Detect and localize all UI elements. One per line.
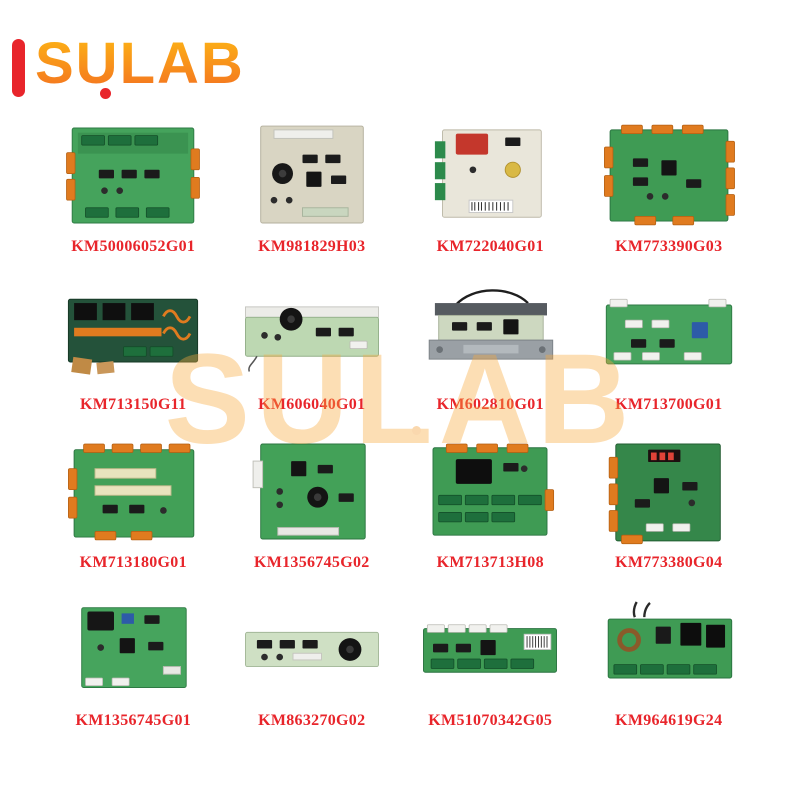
product-photo <box>405 270 576 396</box>
part-number: KM773390G03 <box>615 238 723 255</box>
product-cell: KM773390G03 <box>584 112 755 258</box>
logo-text: SULAB <box>35 31 245 96</box>
part-number: KM722040G01 <box>436 238 544 255</box>
product-cell: KM863270G02 <box>227 586 398 732</box>
product-photo <box>227 428 398 554</box>
product-cell: KM1356745G01 <box>48 586 219 732</box>
product-cell: KM1356745G02 <box>227 428 398 574</box>
pcb-illustration <box>603 124 735 226</box>
part-number: KM50006052G01 <box>71 238 196 255</box>
logo-dot <box>100 88 111 99</box>
product-cell: KM722040G01 <box>405 112 576 258</box>
product-cell: KM981829H03 <box>227 112 398 258</box>
product-photo <box>584 428 755 554</box>
part-number: KM713700G01 <box>615 396 723 413</box>
product-photo <box>584 270 755 396</box>
part-number: KM981829H03 <box>258 238 366 255</box>
pcb-illustration <box>432 443 555 536</box>
product-photo <box>227 270 398 396</box>
brand-logo: SULAB <box>12 31 245 99</box>
part-number: KM773380G04 <box>615 554 723 571</box>
pcb-illustration <box>423 624 558 673</box>
product-cell: KM602810G01 <box>405 270 576 416</box>
pcb-illustration <box>244 631 379 668</box>
pcb-illustration <box>608 443 721 545</box>
product-cell: KM713180G01 <box>48 428 219 574</box>
pcb-illustration <box>607 601 732 679</box>
part-number: KM606040G01 <box>258 396 366 413</box>
pcb-illustration <box>435 129 543 218</box>
product-cell: KM713150G11 <box>48 270 219 416</box>
pcb-illustration <box>259 125 364 224</box>
product-photo <box>227 112 398 238</box>
product-cell: KM606040G01 <box>227 270 398 416</box>
pcb-illustration <box>66 127 201 224</box>
product-grid: KM50006052G01 KM981829H03 <box>48 112 754 732</box>
part-number: KM1356745G02 <box>253 554 370 571</box>
part-number: KM713150G11 <box>80 396 187 413</box>
product-photo <box>48 270 219 396</box>
part-number: KM713713H08 <box>436 554 544 571</box>
pcb-illustration <box>605 298 732 365</box>
part-number: KM964619G24 <box>615 712 723 729</box>
product-photo <box>227 586 398 712</box>
product-photo <box>584 112 755 238</box>
pcb-illustration <box>428 289 554 360</box>
product-photo <box>405 428 576 554</box>
product-cell: KM713713H08 <box>405 428 576 574</box>
part-number: KM51070342G05 <box>428 712 553 729</box>
product-photo <box>405 586 576 712</box>
product-photo <box>48 586 219 712</box>
product-cell: KM50006052G01 <box>48 112 219 258</box>
part-number: KM713180G01 <box>79 554 187 571</box>
product-cell: KM51070342G05 <box>405 586 576 732</box>
product-photo <box>584 586 755 712</box>
logo-accent-bar <box>12 39 25 97</box>
pcb-illustration <box>244 306 379 372</box>
product-photo <box>48 428 219 554</box>
product-cell: KM773380G04 <box>584 428 755 574</box>
part-number: KM602810G01 <box>436 396 544 413</box>
pcb-illustration <box>81 607 187 688</box>
part-number: KM863270G02 <box>258 712 366 729</box>
pcb-illustration <box>68 298 199 375</box>
product-photo <box>405 112 576 238</box>
pcb-illustration <box>252 443 366 540</box>
pcb-illustration <box>68 443 195 541</box>
product-cell: KM713700G01 <box>584 270 755 416</box>
part-number: KM1356745G01 <box>75 712 192 729</box>
product-photo <box>48 112 219 238</box>
product-cell: KM964619G24 <box>584 586 755 732</box>
